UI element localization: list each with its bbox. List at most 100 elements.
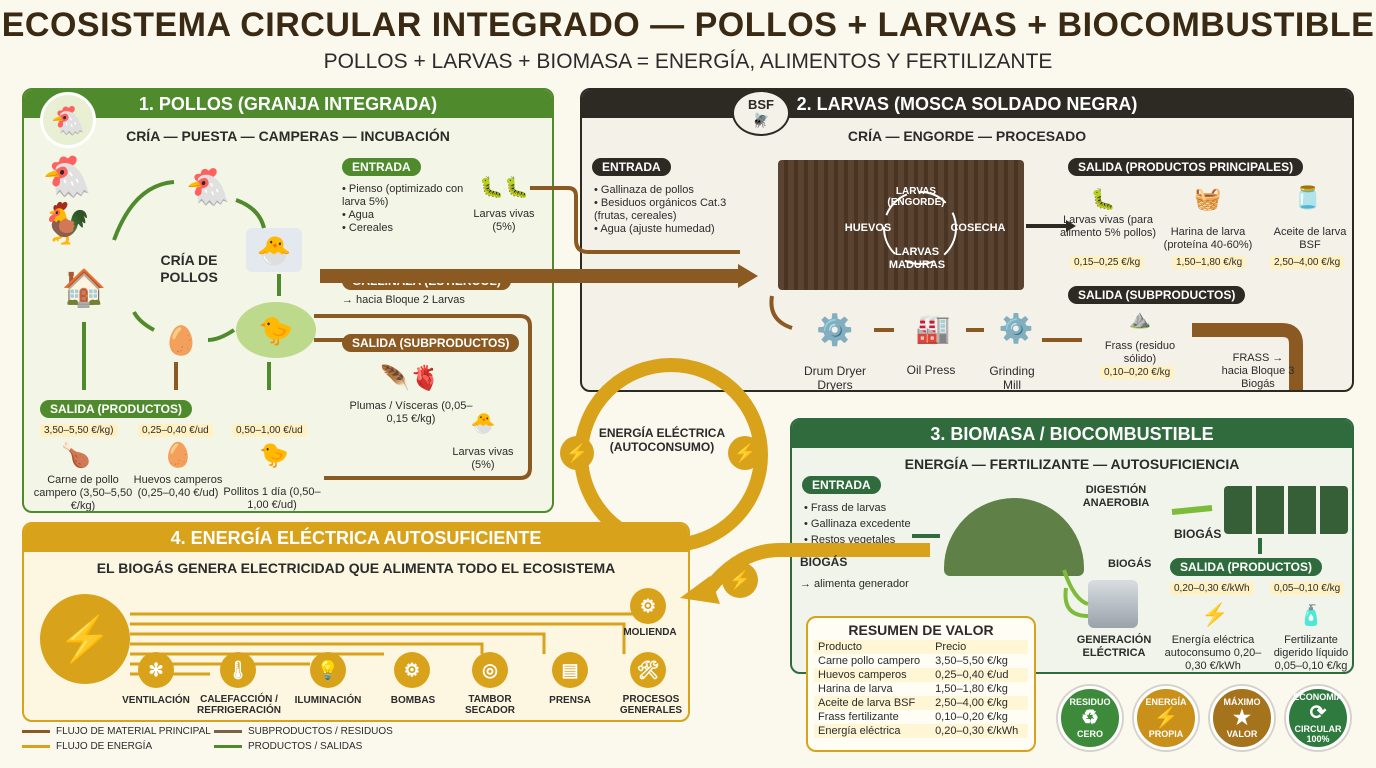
bsf-label: BSF [748,97,774,112]
badge-top: MÁXIMO [1223,697,1261,707]
oil-press-icon: 🏭 [915,312,951,344]
press-icon: ▤ [552,652,588,688]
table-row: Carne pollo campero 3,50–5,50 €/kg [814,654,1028,668]
hatching-egg-icon: 🐣 [470,412,496,435]
cria-label: CRÍA DE POLLOS [160,252,218,285]
b1-entrada-item: Pienso (optimizado con larva 5%) [342,183,472,209]
b1-entrada-pill: ENTRADA [342,158,421,176]
table-cell: Harina de larva [818,683,893,695]
summary-table: Producto Precio Carne pollo campero 3,50–… [814,640,1028,738]
block-4-energy: 4. ENERGÍA ELÉCTRICA AUTOSUFICIENTE EL B… [22,522,690,722]
power-lines [130,612,644,676]
block-1-header: 1. POLLOS (GRANJA INTEGRADA) [24,90,552,118]
cycle-cosecha: COSECHA [950,222,1006,234]
page-title: ECOSISTEMA CIRCULAR INTEGRADO — POLLOS +… [1,6,1375,44]
biogas-label: BIOGÁS [800,555,848,569]
value-summary: RESUMEN DE VALOR Producto Precio Carne p… [806,616,1036,752]
drum-dryer-icon: ⚙️ [816,313,854,347]
legend-label: SUBPRODUCTOS / RESIDUOS [248,726,393,737]
table-cell: Aceite de larva BSF [814,696,932,710]
block-2-larvae: 2. LARVAS (MOSCA SOLDADO NEGRA) CRÍA — E… [580,88,1354,392]
price-tag: 2,50–4,00 €/kg [1270,256,1345,269]
table-cell: 0,25–0,40 €/ud [931,668,1028,682]
grinding-mill-icon: ⚙️ [998,312,1034,344]
cycle-larvas-engorde: LARVAS (ENGORDE) [887,186,945,208]
table-header: Producto [814,640,932,654]
b1-salida-sub-pill: SALIDA (SUBPRODUCTOS) [342,334,520,352]
load-label: VENTILACIÓN [122,695,190,706]
b2-entrada-item: Gallinaza de pollos [594,184,744,197]
block-3-header: 3. BIOMASA / BIOCOMBUSTIBLE [792,420,1352,448]
b2-product: Aceite de larva BSF [1273,226,1347,251]
table-header-row: Producto Precio [814,640,1028,654]
b2-entrada-item: Besiduos orgánicos Cat.3 (frutas, cereal… [594,197,744,223]
center-energy-label: ENERGÍA ELÉCTRICA (AUTOCONSUMO) [598,426,726,454]
table-row: Frass fertilizante 0,10–0,20 €/kg [814,710,1028,724]
badge-bottom: PROPIA [1148,729,1184,739]
plumas-label: Plumas / Vísceras (0,05–0,15 €/kg) [349,400,473,425]
legend-swatch [214,745,242,748]
biogas-mid-label: BIOGÁS [1108,558,1152,570]
block-2-header: 2. LARVAS (MOSCA SOLDADO NEGRA) [582,90,1352,118]
biogas-right-label: BIOGÁS [1174,527,1222,541]
b1-salida-pill: SALIDA (PRODUCTOS) [40,400,192,418]
frass-pile-icon: ⛰️ [1128,308,1152,329]
table-cell: 2,50–4,00 €/kg [931,696,1028,710]
b1-entrada-item: Cereales [342,222,472,235]
recycle-icon: ♻ [1081,707,1099,729]
frass-label: Frass (residuo sólido) [1104,340,1176,365]
generators [1224,486,1348,534]
b1-larvas-vivas-out: Larvas vivas (5%) [452,446,514,471]
load-label: PRENSA [549,695,591,706]
b3-product: Energía eléctrica autoconsumo 0,20–0,30 … [1164,634,1262,672]
table-cell: 1,50–1,80 €/kg [935,683,1008,695]
machine-label: Grinding Mill [989,364,1035,392]
table-cell: Frass fertilizante [818,711,899,723]
b3-entrada-list: Frass de larvas Gallinaza excedente Rest… [804,500,944,548]
badge-economia-circular: ECONOMÍA⟳CIRCULAR 100% [1286,686,1350,750]
block-1-subheader: CRÍA — PUESTA — CAMPERAS — INCUBACIÓN [126,128,450,144]
table-cell: 0,10–0,20 €/kg [935,711,1008,723]
gas-tank [1088,580,1138,628]
farm-house-icon: 🏠 [61,267,107,308]
legend-label: FLUJO DE MATERIAL PRINCIPAL [56,726,211,737]
page-subtitle: POLLOS + LARVAS + BIOMASA = ENERGÍA, ALI… [323,50,1053,73]
table-cell: Huevos camperos [814,668,932,682]
block-2-arrows [769,191,1303,390]
table-cell: 3,50–5,50 €/kg [935,655,1008,667]
digestion-label: DIGESTIÓN ANAEROBIA [1082,484,1150,509]
legend-item: SUBPRODUCTOS / RESIDUOS [214,726,393,737]
price-tag: 0,50–1,00 €/ud [232,424,307,437]
drumstick-icon: 🍗 [61,441,91,469]
badge-top: ECONOMÍA [1293,692,1343,702]
legend-item: PRODUCTOS / SALIDAS [214,741,362,752]
legend-item: FLUJO DE MATERIAL PRINCIPAL [22,726,211,737]
pump-icon: ⚙ [394,652,430,688]
b2-salida-sub-pill: SALIDA (SUBPRODUCTOS) [1068,286,1246,304]
thermometer-icon: 🌡 [220,652,256,688]
star-icon: ★ [1233,707,1251,729]
fertilizer-bottle-icon: 🧴 [1298,604,1324,627]
b1-larvas-vivas-in: Larvas vivas (5%) [473,208,535,233]
b2-entrada-pill: ENTRADA [592,158,671,176]
biogas-note: → alimenta generador [800,578,909,590]
mill-icon: ⚙ [630,588,666,624]
power-source-icon: ⚡ [40,594,130,684]
badge-top: RESIDUO [1069,697,1111,707]
b3-salida-pill: SALIDA (PRODUCTOS) [1170,558,1322,576]
table-header: Precio [931,640,1028,654]
b2-salida-pill: SALIDA (PRODUCTOS PRINCIPALES) [1068,158,1304,176]
legend-swatch [214,730,242,733]
price-tag: 3,50–5,50 €/kg) [40,424,118,437]
block-3-subheader: ENERGÍA — FERTILIZANTE — AUTOSUFICIENCIA [904,456,1240,472]
price-tag: 0,20–0,30 €/kWh [1170,582,1254,595]
frass-note: FRASS → hacia Bloque 3 Biogás [1221,352,1295,390]
table-cell: Carne pollo campero [818,655,921,667]
summary-title: RESUMEN DE VALOR [848,622,994,638]
block-4-subheader: EL BIOGÁS GENERA ELECTRICIDAD QUE ALIMEN… [96,560,616,576]
b2-entrada-item: Agua (ajuste humedad) [594,223,744,236]
b3-product: Fertilizante digerido líquido 0,05–0,10 … [1273,634,1349,672]
b2-product: Harina de larva (proteína 40-60%) [1163,226,1253,251]
price-tag: 0,10–0,20 €/kg [1100,366,1175,379]
